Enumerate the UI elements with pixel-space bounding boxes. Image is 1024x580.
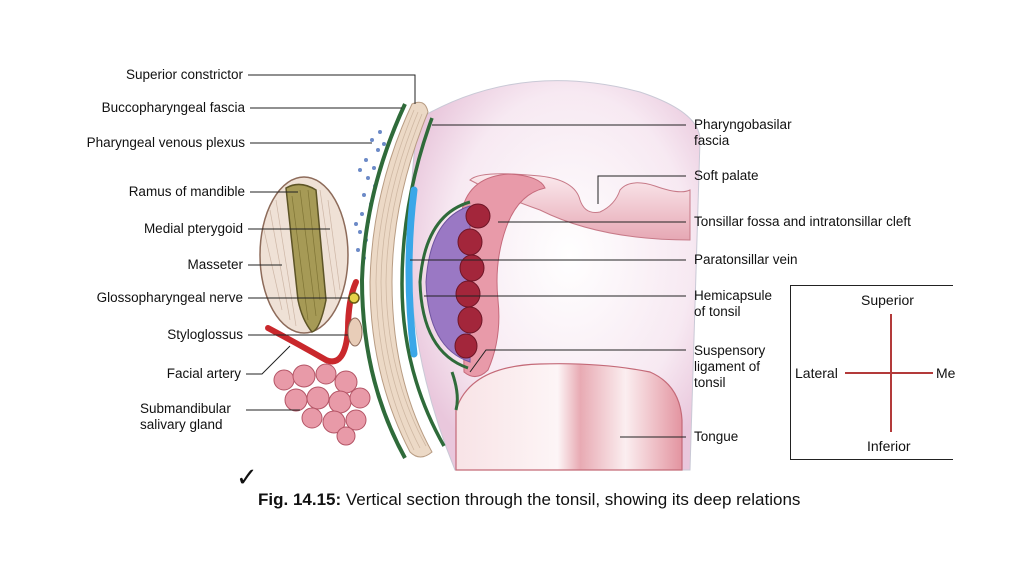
buccopharyngeal-fascia-line [359,103,407,459]
facial-artery-shape [265,279,359,365]
label-tonsillar-fossa: Tonsillar fossa and intratonsillar cleft [694,214,911,229]
suspensory-ligament-shape [450,371,459,411]
glossopharyngeal-nerve-shape [348,292,360,304]
pharyngobasilar-fascia-line [400,117,446,447]
orientation-medial: Me [936,365,956,381]
leader-lines-left [246,74,416,411]
label-suspensory-ligament: Suspensory ligament of tonsil [694,343,766,390]
styloglossus-shape [347,317,363,347]
check-mark-icon: ✓ [236,462,258,492]
orientation-lateral: Lateral [795,365,838,381]
label-masseter: Masseter [187,257,243,272]
tonsil-lobules [454,203,491,359]
orientation-inferior: Inferior [867,438,911,454]
label-tongue: Tongue [694,429,739,444]
label-paratonsillar-vein: Paratonsillar vein [694,252,798,267]
medial-pterygoid-shape [285,183,327,333]
hemicapsule-shape [418,200,471,370]
label-hemicapsule: Hemicapsule of tonsil [694,288,773,319]
constrictor-striations [375,109,427,451]
label-buccopharyngeal-fascia: Buccopharyngeal fascia [101,100,245,115]
pterygoid-striations [291,189,321,321]
label-medial-pterygoid: Medial pterygoid [143,221,243,236]
label-styloglossus: Styloglossus [167,327,243,342]
figure-caption-text: Vertical section through the tonsil, sho… [341,490,801,509]
figure-caption: Fig. 14.15: Vertical section through the… [258,490,800,510]
paratonsillar-vein-shape [405,186,418,358]
label-ramus-of-mandible: Ramus of mandible [128,184,245,199]
orientation-box: Superior Inferior Lateral Me [790,285,956,460]
label-facial-artery: Facial artery [166,366,241,381]
label-pharyngeal-venous-plexus: Pharyngeal venous plexus [86,135,245,150]
leader-lines-right [410,124,686,438]
tongue-shape [455,363,683,471]
label-pharyngobasilar-fascia: Pharyngobasilar fascia [694,117,792,148]
orientation-superior: Superior [861,292,914,308]
label-superior-constrictor: Superior constrictor [125,67,243,82]
orientation-cross [845,314,933,432]
label-soft-palate: Soft palate [694,168,759,183]
figure-number: Fig. 14.15: [258,490,342,509]
submandibular-gland-shape [273,363,371,446]
label-glossopharyngeal-nerve: Glossopharyngeal nerve [96,290,243,305]
label-submandibular-gland: Submandibular salivary gland [140,401,231,432]
